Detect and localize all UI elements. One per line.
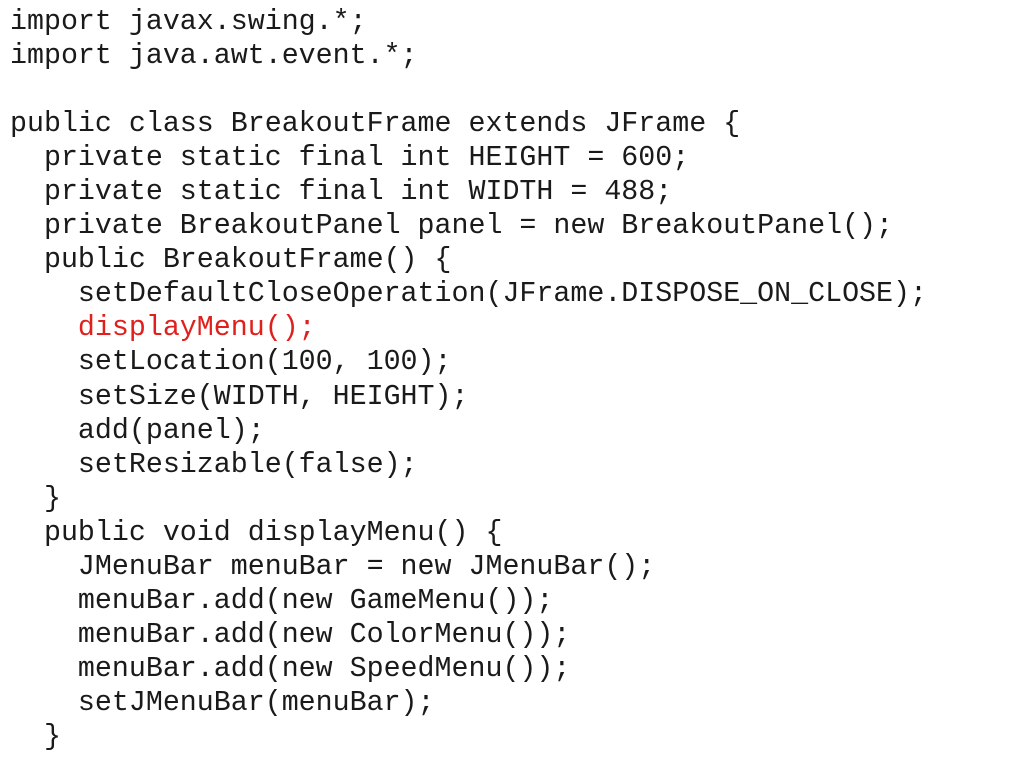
code-line: import java.awt.event.*; <box>10 40 418 73</box>
code-line: setSize(WIDTH, HEIGHT); <box>10 380 469 413</box>
code-line: } <box>10 482 61 515</box>
code-line: private static final int HEIGHT = 600; <box>10 142 690 175</box>
code-line-highlighted: displayMenu(); <box>10 312 316 345</box>
code-line: private BreakoutPanel panel = new Breako… <box>10 210 894 243</box>
code-line: menuBar.add(new SpeedMenu()); <box>10 652 571 685</box>
code-line: public class BreakoutFrame extends JFram… <box>10 108 741 141</box>
code-line <box>10 73 927 107</box>
code-line: private static final int WIDTH = 488; <box>10 176 673 209</box>
code-line: } <box>10 720 61 753</box>
code-line: setResizable(false); <box>10 448 418 481</box>
code-line: setLocation(100, 100); <box>10 346 452 379</box>
code-line: setJMenuBar(menuBar); <box>10 686 435 719</box>
code-line: public void displayMenu() { <box>10 516 503 549</box>
code-line: public BreakoutFrame() { <box>10 244 452 277</box>
code-line: import javax.swing.*; <box>10 6 367 38</box>
code-line: add(panel); <box>10 414 265 447</box>
code-line: menuBar.add(new ColorMenu()); <box>10 618 571 651</box>
code-line: JMenuBar menuBar = new JMenuBar(); <box>10 550 656 583</box>
code-listing: import javax.swing.*;import java.awt.eve… <box>10 5 927 754</box>
code-line: setDefaultCloseOperation(JFrame.DISPOSE_… <box>10 278 927 311</box>
code-line: menuBar.add(new GameMenu()); <box>10 584 554 617</box>
